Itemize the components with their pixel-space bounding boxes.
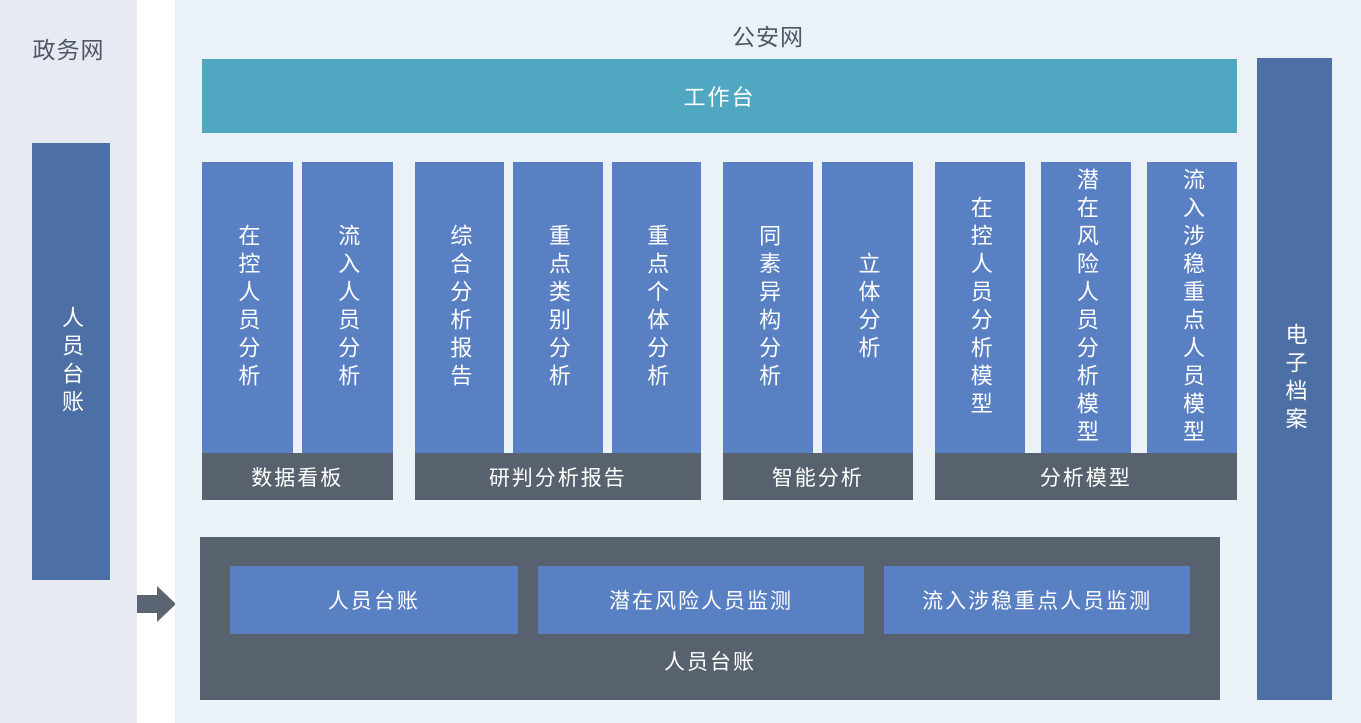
module-bar-label: 立体分析: [855, 251, 881, 364]
group-data-dashboard: 在控人员分析 流入人员分析 数据看板: [202, 162, 393, 500]
gov-network-panel: 政务网 人员台账: [0, 0, 137, 723]
module-bar-label: 流入人员分析: [335, 223, 361, 392]
group-footer: 智能分析: [723, 453, 913, 500]
police-network-title: 公安网: [732, 24, 804, 50]
ledger-button-row: 人员台账 潜在风险人员监测 流入涉稳重点人员监测: [200, 537, 1220, 634]
module-bar: 流入涉稳重点人员模型: [1146, 162, 1237, 453]
personnel-ledger-panel-label: 人员台账: [664, 651, 756, 674]
module-bar-label: 重点个体分析: [644, 223, 670, 392]
module-groups: 在控人员分析 流入人员分析 数据看板 综合分析报告 重点类别分析: [202, 162, 1237, 500]
ledger-button: 流入涉稳重点人员监测: [884, 566, 1190, 634]
group-footer: 研判分析报告: [414, 453, 702, 500]
module-bar-label: 流入涉稳重点人员模型: [1179, 167, 1205, 448]
group-intelligent-analysis: 同素异构分析 立体分析 智能分析: [723, 162, 913, 500]
group-bars: 在控人员分析 流入人员分析: [202, 162, 393, 453]
module-bar-label: 在控人员分析: [235, 223, 261, 392]
group-footer: 分析模型: [934, 453, 1237, 500]
module-bar: 立体分析: [822, 162, 913, 453]
ledger-button: 人员台账: [230, 566, 518, 634]
group-bars: 综合分析报告 重点类别分析 重点个体分析: [414, 162, 702, 453]
personnel-ledger-source-bar: 人员台账: [32, 143, 110, 580]
electronic-archive-label: 电子档案: [1282, 323, 1308, 435]
ledger-button: 潜在风险人员监测: [537, 566, 865, 634]
flow-right-arrow-icon: [135, 583, 177, 625]
module-bar: 流入人员分析: [301, 162, 393, 453]
module-bar: 重点类别分析: [513, 162, 603, 453]
module-bar: 在控人员分析: [202, 162, 293, 453]
module-bar-label: 综合分析报告: [447, 223, 473, 392]
module-bar: 同素异构分析: [723, 162, 814, 453]
module-bar-label: 在控人员分析模型: [967, 195, 993, 420]
group-bars: 同素异构分析 立体分析: [723, 162, 913, 453]
module-bar: 重点个体分析: [611, 162, 702, 453]
police-network-panel: 公安网 工作台 在控人员分析 流入人员分析 数据看板 综: [175, 0, 1361, 723]
module-bar: 在控人员分析模型: [934, 162, 1025, 453]
module-bar-label: 重点类别分析: [545, 223, 571, 392]
workbench-bar: 工作台: [202, 59, 1237, 133]
electronic-archive-bar: 电子档案: [1257, 58, 1332, 700]
personnel-ledger-panel: 人员台账 潜在风险人员监测 流入涉稳重点人员监测 人员台账: [200, 537, 1220, 700]
gov-network-title: 政务网: [32, 37, 105, 63]
group-analysis-models: 在控人员分析模型 潜在风险人员分析模型 流入涉稳重点人员模型 分析模型: [934, 162, 1237, 500]
personnel-ledger-source-label: 人员台账: [59, 305, 84, 418]
module-bar: 综合分析报告: [414, 162, 505, 453]
module-bar-label: 同素异构分析: [756, 223, 782, 392]
group-bars: 在控人员分析模型 潜在风险人员分析模型 流入涉稳重点人员模型: [934, 162, 1237, 453]
module-bar: 潜在风险人员分析模型: [1040, 162, 1131, 453]
group-analysis-reports: 综合分析报告 重点类别分析 重点个体分析 研判分析报告: [414, 162, 702, 500]
group-footer: 数据看板: [202, 453, 393, 500]
workbench-label: 工作台: [683, 85, 756, 110]
module-bar-label: 潜在风险人员分析模型: [1073, 167, 1099, 448]
